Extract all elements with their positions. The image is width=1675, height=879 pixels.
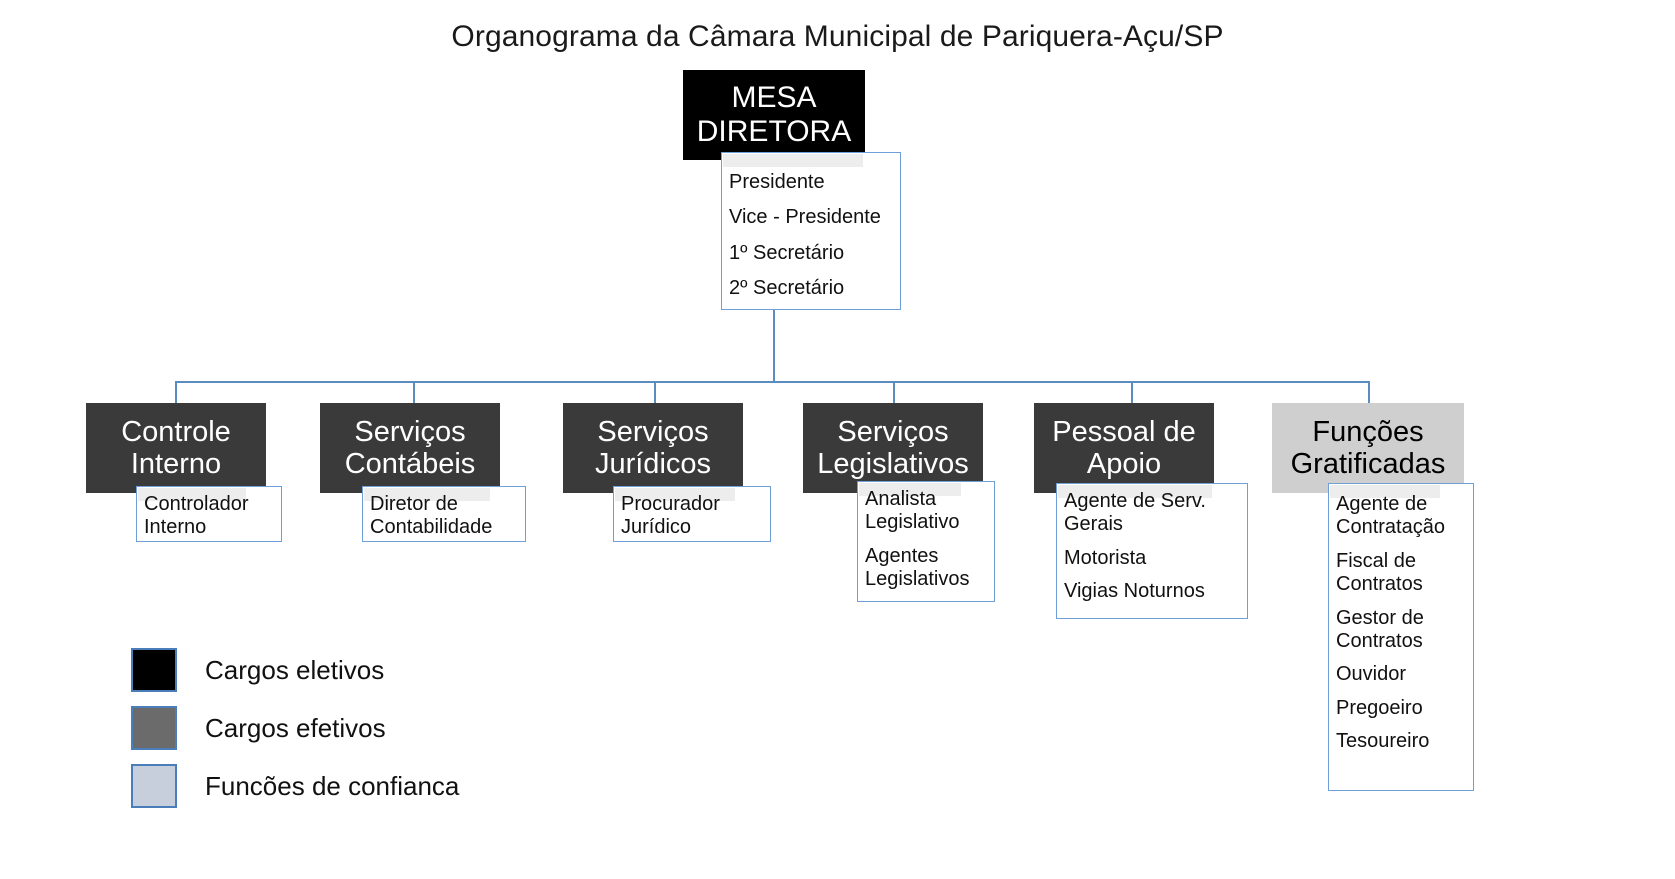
legend-swatch-efetivos: [131, 706, 177, 750]
connector-trunk: [773, 310, 775, 382]
legend-item-eletivos: Cargos eletivos: [131, 648, 384, 692]
legend-item-efetivos: Cargos efetivos: [131, 706, 386, 750]
node-servicos-contabeis[interactable]: Serviços Contábeis: [320, 403, 500, 493]
list-item: Gestor de Contratos: [1336, 606, 1424, 652]
list-item: Fiscal de Contratos: [1336, 549, 1423, 596]
node-mesa-diretora[interactable]: MESA DIRETORA: [683, 70, 865, 160]
list-item: Controlador Interno: [144, 493, 249, 539]
list-item: Agente de Serv. Gerais: [1064, 490, 1206, 536]
node-controle-interno[interactable]: Controle Interno: [86, 403, 266, 493]
panel-strip: [615, 488, 735, 501]
legend-label: Funcões de confianca: [205, 770, 460, 801]
connector-drop: [1131, 381, 1133, 403]
panel-strip: [138, 488, 246, 501]
list-item: Pregoeiro: [1336, 696, 1423, 719]
panel-mesa-diretora: Presidente Vice - Presidente 1º Secretár…: [721, 152, 901, 310]
node-label: MESA DIRETORA: [696, 81, 852, 148]
list-item: Agente de Contratação: [1336, 493, 1445, 539]
role-list: Agente de Serv. Gerais Motorista Vigias …: [1057, 484, 1247, 604]
list-item: Ouvidor: [1336, 663, 1407, 686]
node-servicos-juridicos[interactable]: Serviços Jurídicos: [563, 403, 743, 493]
list-item: Motorista: [1064, 546, 1147, 569]
node-label: Controle Interno: [121, 415, 231, 480]
node-funcoes-gratificadas[interactable]: Funções Gratificadas: [1272, 403, 1464, 493]
panel-servicos-contabeis: Diretor de Contabilidade: [362, 486, 526, 542]
list-item: Procurador Jurídico: [621, 493, 720, 539]
panel-funcoes-gratificadas: Agente de Contratação Fiscal de Contrato…: [1328, 483, 1474, 791]
legend-swatch-confianca: [131, 764, 177, 808]
role-list: Agente de Contratação Fiscal de Contrato…: [1329, 484, 1473, 754]
node-label: Serviços Legislativos: [817, 415, 969, 480]
connector-drop: [654, 381, 656, 403]
panel-servicos-legislativos: Analista Legislativo Agentes Legislativo…: [857, 481, 995, 602]
list-item: Agentes Legislativos: [865, 544, 970, 591]
legend-swatch-eletivos: [131, 648, 177, 692]
panel-strip: [859, 483, 961, 496]
list-item: 2º Secretário: [729, 277, 845, 300]
panel-strip: [364, 488, 490, 501]
connector-drop: [1368, 381, 1370, 403]
node-label: Serviços Contábeis: [344, 415, 476, 480]
connector-drop: [175, 381, 177, 403]
list-item: Analista Legislativo: [865, 488, 960, 534]
panel-strip: [1330, 485, 1440, 498]
connector-bus: [175, 381, 1368, 383]
node-servicos-legislativos[interactable]: Serviços Legislativos: [803, 403, 983, 493]
node-label: Pessoal de Apoio: [1052, 415, 1196, 480]
role-list: Analista Legislativo Agentes Legislativo…: [858, 482, 994, 592]
node-label: Serviços Jurídicos: [594, 415, 712, 480]
list-item: Diretor de Contabilidade: [370, 493, 493, 539]
panel-pessoal-de-apoio: Agente de Serv. Gerais Motorista Vigias …: [1056, 483, 1248, 619]
panel-controle-interno: Controlador Interno: [136, 486, 282, 542]
role-list: Procurador Jurídico: [614, 487, 770, 540]
legend-label: Cargos efetivos: [205, 712, 386, 743]
member-list: Presidente Vice - Presidente 1º Secretár…: [722, 153, 900, 301]
list-item: Vice - Presidente: [729, 206, 881, 229]
node-label: Funções Gratificadas: [1290, 415, 1446, 480]
connector-drop: [413, 381, 415, 403]
legend-label: Cargos eletivos: [205, 654, 385, 685]
list-item: Tesoureiro: [1336, 730, 1430, 753]
list-item: 1º Secretário: [729, 241, 845, 264]
legend-item-confianca: Funcões de confianca: [131, 764, 459, 808]
panel-strip: [723, 154, 863, 167]
list-item: Presidente: [729, 171, 825, 193]
panel-strip: [1058, 485, 1212, 498]
panel-servicos-juridicos: Procurador Jurídico: [613, 486, 771, 542]
list-item: Vigias Noturnos: [1064, 580, 1205, 603]
node-pessoal-de-apoio[interactable]: Pessoal de Apoio: [1034, 403, 1214, 493]
page-title: Organograma da Câmara Municipal de Pariq…: [451, 20, 1224, 53]
role-list: Controlador Interno: [137, 487, 281, 540]
role-list: Diretor de Contabilidade: [363, 487, 525, 540]
connector-drop: [893, 381, 895, 403]
